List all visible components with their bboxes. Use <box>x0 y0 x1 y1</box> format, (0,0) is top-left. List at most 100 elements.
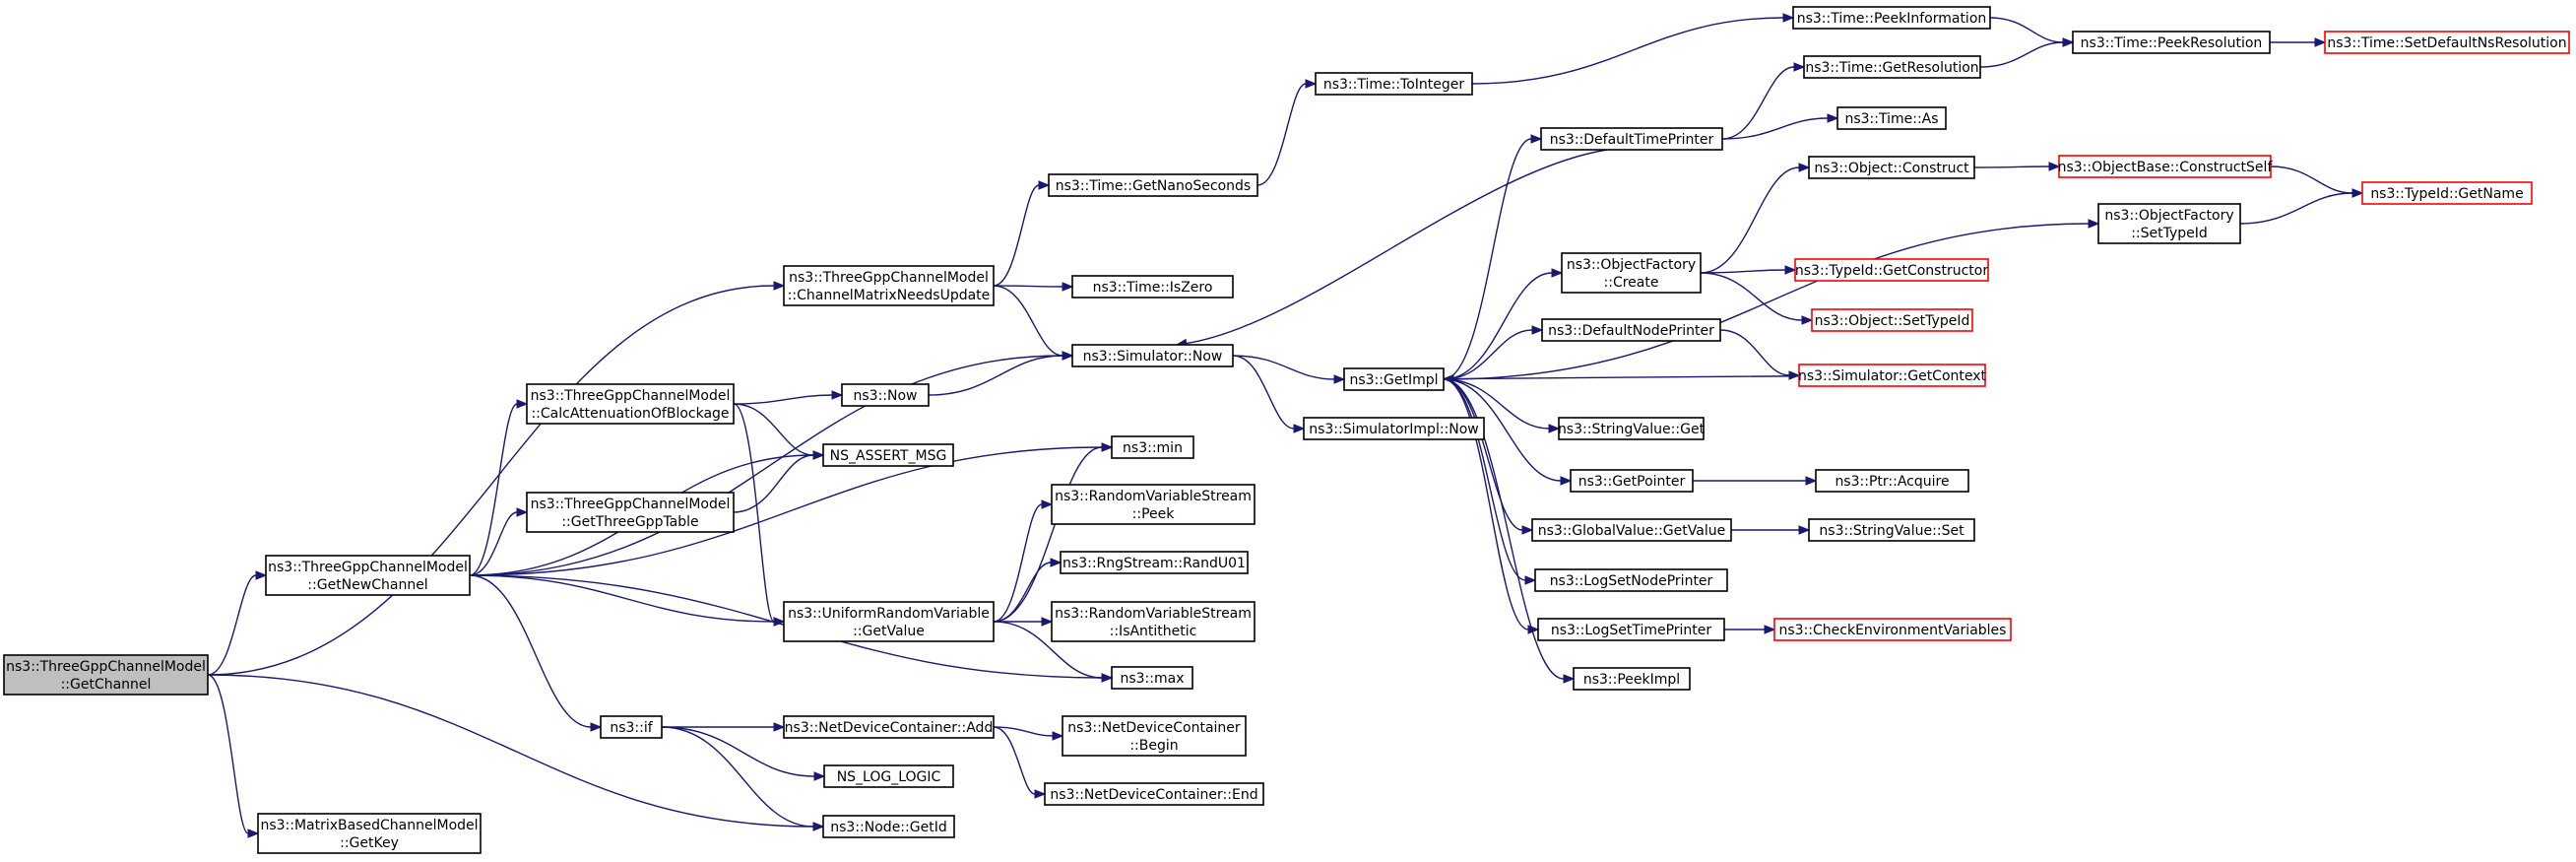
node-typeidgetname[interactable]: ns3::TypeId::GetName <box>2361 181 2533 205</box>
node-label: ns3::Time::ToInteger <box>1323 77 1465 93</box>
edge-getnewchannel-to-uniformgetvalue <box>469 574 786 627</box>
node-peekimpl[interactable]: ns3::PeekImpl <box>1573 667 1691 691</box>
node-objectsettypeid[interactable]: ns3::Object::SetTypeId <box>1811 308 1973 332</box>
node-ndcend[interactable]: ns3::NetDeviceContainer::End <box>1044 782 1264 806</box>
edge-getimpl-to-defaulttimeprinter <box>1443 134 1543 380</box>
edge-line <box>733 394 833 405</box>
edge-ns3if-to-nsloglogic <box>661 726 826 781</box>
node-box <box>1573 667 1691 691</box>
node-label: ns3::ThreeGppChannelModel <box>531 388 731 404</box>
node-getpointer[interactable]: ns3::GetPointer <box>1570 469 1694 493</box>
arrowhead-icon <box>1798 163 1811 172</box>
node-ns3if[interactable]: ns3::if <box>600 715 663 739</box>
edge-getchannel-to-getkey <box>207 674 260 838</box>
edge-getimpl-to-objectfactorysettypeid <box>1443 219 2100 380</box>
node-box <box>1071 275 1234 298</box>
node-label: ns3::LogSetNodePrinter <box>1550 573 1713 589</box>
node-box <box>1541 318 1721 342</box>
node-objectbaseconstructself[interactable]: ns3::ObjectBase::ConstructSelf <box>2058 155 2274 178</box>
node-calcattenuation[interactable]: ns3::ThreeGppChannelModel::CalcAttenuati… <box>526 383 735 425</box>
arrowhead-icon <box>773 281 786 291</box>
arrowhead-icon <box>516 399 529 409</box>
node-channelmatrixneedsupdate[interactable]: ns3::ThreeGppChannelModel::ChannelMatrix… <box>783 265 995 306</box>
arrowhead-icon <box>2314 37 2327 47</box>
node-timegetnanoseconds[interactable]: ns3::Time::GetNanoSeconds <box>1048 173 1258 197</box>
node-box <box>1315 72 1473 96</box>
node-simulatorimplnow[interactable]: ns3::SimulatorImpl::Now <box>1303 417 1485 440</box>
node-stringvalueget[interactable]: ns3::StringValue::Get <box>1558 417 1706 440</box>
node-defaultnodeprinter[interactable]: ns3::DefaultNodePrinter <box>1541 318 1721 342</box>
node-timetointeger[interactable]: ns3::Time::ToInteger <box>1315 72 1473 96</box>
node-box <box>3 654 209 696</box>
node-objectfactorycreate[interactable]: ns3::ObjectFactory::Create <box>1561 252 1702 294</box>
node-label: ns3::Time::GetNanoSeconds <box>1056 178 1251 194</box>
node-label: ns3::Object::Construct <box>1814 161 1969 176</box>
node-box <box>1794 258 1989 282</box>
node-timeiszero[interactable]: ns3::Time::IsZero <box>1071 275 1234 298</box>
arrowhead-icon <box>1827 113 1839 123</box>
node-nsloglogic[interactable]: NS_LOG_LOGIC <box>823 764 954 788</box>
arrowhead-icon <box>773 722 786 732</box>
node-getimpl[interactable]: ns3::GetImpl <box>1343 367 1445 391</box>
edge-line <box>1452 375 1800 380</box>
edge-simulatorgetcontext-to-getimpl <box>1442 373 1800 384</box>
node-ptracquire[interactable]: ns3::Ptr::Acquire <box>1815 469 1969 493</box>
edge-calcattenuation-to-uniformgetvalue <box>733 403 786 627</box>
node-defaulttimeprinter[interactable]: ns3::DefaultTimePrinter <box>1540 127 1723 151</box>
node-simulatornow[interactable]: ns3::Simulator::Now <box>1071 344 1234 367</box>
node-label: ::GetValue <box>853 624 925 639</box>
node-box <box>783 601 995 642</box>
node-logsetnodeprinter[interactable]: ns3::LogSetNodePrinter <box>1534 568 1728 592</box>
node-getchannel[interactable]: ns3::ThreeGppChannelModel::GetChannel <box>3 654 209 696</box>
node-rvspeek[interactable]: ns3::RandomVariableStream::Peek <box>1051 484 1256 525</box>
node-objectconstruct[interactable]: ns3::Object::Construct <box>1808 156 1975 179</box>
arrowhead-icon <box>1530 134 1543 144</box>
node-box <box>1060 551 1249 574</box>
edge-line <box>733 403 814 456</box>
node-getthreegpptable[interactable]: ns3::ThreeGppChannelModel::GetThreeGppTa… <box>526 492 735 533</box>
node-box <box>1561 252 1702 294</box>
node-rvsisantithetic[interactable]: ns3::RandomVariableStream::IsAntithetic <box>1051 601 1256 642</box>
node-objectfactorysettypeid[interactable]: ns3::ObjectFactory::SetTypeId <box>2097 203 2241 244</box>
node-getnewchannel[interactable]: ns3::ThreeGppChannelModel::GetNewChannel <box>265 555 471 596</box>
node-box <box>823 764 954 788</box>
node-ns3max[interactable]: ns3::max <box>1111 666 1193 690</box>
node-typeidgetconstructor[interactable]: ns3::TypeId::GetConstructor <box>1794 258 1989 282</box>
node-uniformgetvalue[interactable]: ns3::UniformRandomVariable::GetValue <box>783 601 995 642</box>
arrowhead-icon <box>1052 731 1064 741</box>
edge-line <box>1232 355 1295 430</box>
node-globalvaluegetvalue[interactable]: ns3::GlobalValue::GetValue <box>1531 518 1732 542</box>
node-rngrandu01[interactable]: ns3::RngStream::RandU01 <box>1060 551 1249 574</box>
node-logsettimeprinter[interactable]: ns3::LogSetTimePrinter <box>1537 618 1725 641</box>
node-timeas[interactable]: ns3::Time::As <box>1836 106 1947 130</box>
edge-getimpl-to-getpointer <box>1443 378 1573 486</box>
node-ndcadd[interactable]: ns3::NetDeviceContainer::Add <box>783 715 995 739</box>
node-simulatorgetcontext[interactable]: ns3::Simulator::GetContext <box>1798 364 1987 387</box>
edge-getnewchannel-to-getthreegpptable <box>469 507 529 576</box>
edge-line <box>1232 355 1335 380</box>
node-stringvalueset[interactable]: ns3::StringValue::Set <box>1808 518 1975 542</box>
node-label: ns3::NetDeviceContainer::Add <box>785 720 994 736</box>
node-getkey[interactable]: ns3::MatrixBasedChannelModel::GetKey <box>257 813 482 854</box>
node-ns3min[interactable]: ns3::min <box>1111 435 1194 459</box>
node-timepeekresolution[interactable]: ns3::Time::PeekResolution <box>2072 31 2271 54</box>
node-timegetresolution[interactable]: ns3::Time::GetResolution <box>1803 55 1981 79</box>
node-ndcbegin[interactable]: ns3::NetDeviceContainer::Begin <box>1062 715 1247 757</box>
edge-getimpl-to-stringvalueget <box>1443 378 1561 433</box>
edge-line <box>207 674 249 834</box>
node-checkenvvars[interactable]: ns3::CheckEnvironmentVariables <box>1773 618 2012 641</box>
node-ns3now[interactable]: ns3::Now <box>841 383 930 407</box>
node-timesetdefaultnsres[interactable]: ns3::Time::SetDefaultNsResolution <box>2324 31 2570 54</box>
arrowhead-icon <box>247 829 260 838</box>
node-box <box>1111 435 1194 459</box>
node-box <box>1534 568 1728 592</box>
node-nodegetid[interactable]: ns3::Node::GetId <box>822 815 955 838</box>
edge-defaulttimeprinter-to-timegetresolution <box>1721 62 1806 140</box>
node-nsassertmsg[interactable]: NS_ASSERT_MSG <box>822 443 954 467</box>
node-label: ns3::TypeId::GetName <box>2370 186 2523 202</box>
node-label: NS_LOG_LOGIC <box>837 769 941 785</box>
node-timepeekinformation[interactable]: ns3::Time::PeekInformation <box>1792 6 1991 30</box>
node-box <box>2324 31 2570 54</box>
node-box <box>1540 127 1723 151</box>
edge-ndcadd-to-ndcbegin <box>993 726 1064 741</box>
